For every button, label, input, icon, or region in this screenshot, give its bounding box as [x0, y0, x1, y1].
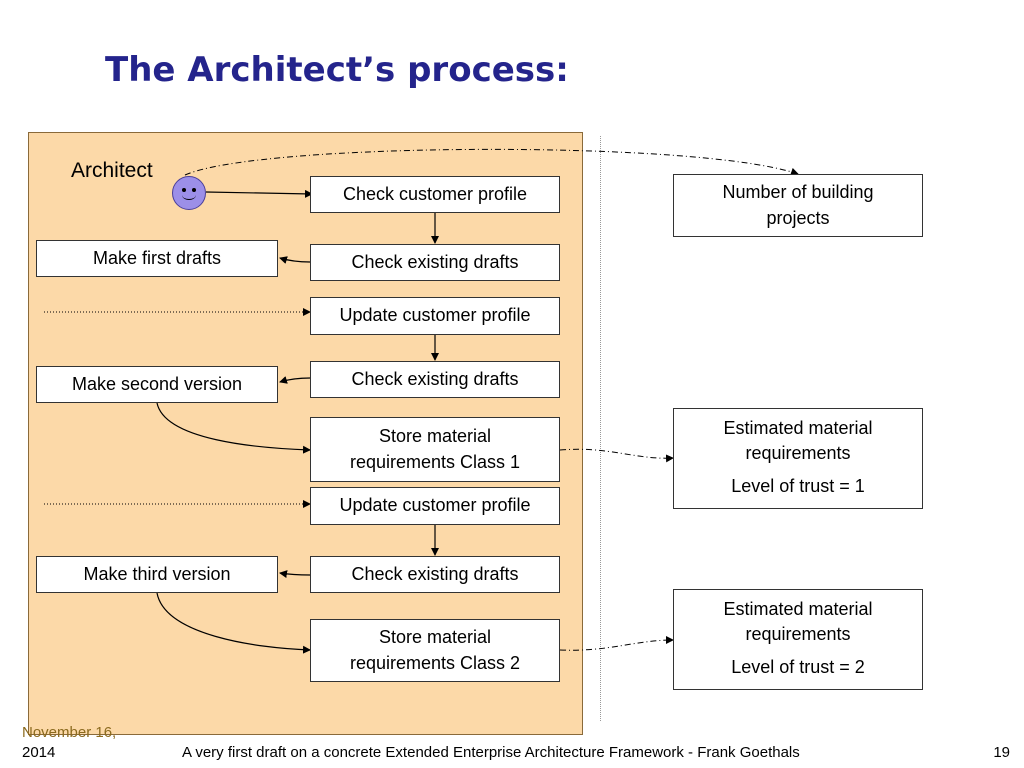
lane-label: Architect: [71, 159, 153, 182]
smile: [182, 190, 196, 200]
estimate-1-title: Estimated material requirements: [723, 418, 873, 464]
step-check-customer-profile: Check customer profile: [310, 176, 560, 213]
step-check-existing-drafts-3: Check existing drafts: [310, 556, 560, 593]
step-update-customer-profile-1: Update customer profile: [310, 297, 560, 335]
estimate-1-trust: Level of trust = 1: [731, 476, 865, 497]
result-number-of-building-projects: Number of building projects: [673, 174, 923, 237]
smiley-face-icon: [172, 176, 206, 210]
task-make-third-version: Make third version: [36, 556, 278, 593]
lane-divider: [600, 136, 601, 721]
slide-title: The Architect’s process:: [105, 50, 569, 90]
step-store-material-class2: Store material requirements Class 2: [310, 619, 560, 682]
step-check-existing-drafts-1: Check existing drafts: [310, 244, 560, 281]
footer-date-line2: 2014: [22, 744, 56, 762]
footer-date: November 16, 2014: [22, 723, 142, 764]
page-number: 19: [993, 744, 1010, 761]
step-store-material-class1: Store material requirements Class 1: [310, 417, 560, 482]
step-update-customer-profile-2: Update customer profile: [310, 487, 560, 525]
estimate-2-trust: Level of trust = 2: [731, 657, 865, 678]
footer-caption: A very first draft on a concrete Extende…: [182, 744, 800, 761]
result-estimate-2: Estimated material requirements Level of…: [673, 589, 923, 690]
footer-date-line1: November 16,: [22, 724, 117, 741]
step-check-existing-drafts-2: Check existing drafts: [310, 361, 560, 398]
estimate-2-title: Estimated material requirements: [723, 599, 873, 645]
result-estimate-1: Estimated material requirements Level of…: [673, 408, 923, 509]
task-make-second-version: Make second version: [36, 366, 278, 403]
task-make-first-drafts: Make first drafts: [36, 240, 278, 277]
